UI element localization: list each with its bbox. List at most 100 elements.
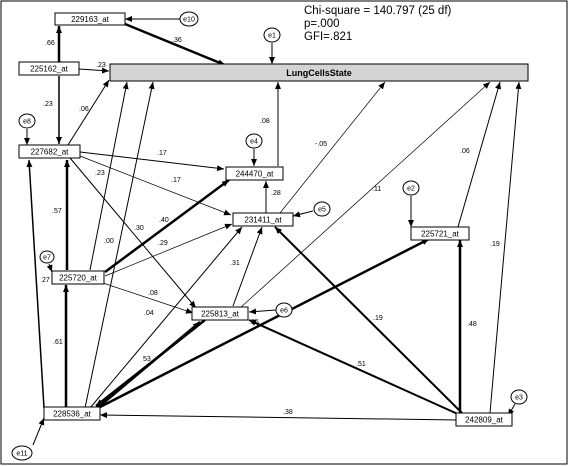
- edge-231411-main: [279, 81, 386, 214]
- coef-30: .30: [134, 225, 144, 232]
- coef-61: .61: [53, 339, 63, 346]
- coef-11: .11: [372, 186, 381, 193]
- node-231411: 231411_at: [232, 212, 294, 227]
- node-lung-cells-state: LungCellsState: [109, 63, 529, 82]
- coef-38: .38: [283, 409, 293, 416]
- node-227682-label: 227682_at: [31, 148, 70, 157]
- node-225813-label: 225813_at: [201, 310, 240, 319]
- coef-31: .31: [230, 260, 240, 267]
- node-225162-label: 225162_at: [30, 65, 69, 74]
- edge-225813-228536: [95, 319, 206, 407]
- edges: [24, 16, 522, 446]
- node-225813: 225813_at: [191, 306, 249, 321]
- error-e7-label: e7: [43, 255, 51, 262]
- variables: 229163_at 225162_at LungCellsState 22768…: [18, 12, 529, 427]
- edge-227682-225813: [69, 157, 197, 309]
- coef-23b: .23: [43, 101, 53, 108]
- coef-29: .29: [158, 240, 168, 247]
- edge-225720-225813: [99, 281, 194, 314]
- coef-36: .36: [172, 37, 182, 44]
- node-242809: 242809_at: [455, 412, 513, 427]
- stat-gfi: GFI=.821: [304, 31, 352, 43]
- error-terms: e10 e1 e8 e4 e5 e2 e7 e6 e3 e11: [11, 11, 528, 461]
- edge-227682-main: [67, 79, 110, 146]
- error-e6: e6: [275, 302, 293, 318]
- coef-19b: .19: [373, 315, 383, 322]
- edge-242809-231411: [274, 226, 463, 414]
- node-227682: 227682_at: [18, 144, 81, 159]
- coef-48: .48: [467, 321, 477, 328]
- node-244470-label: 244470_at: [236, 170, 275, 179]
- edge-228536-227682: [26, 159, 45, 409]
- coef-17b: .17: [171, 177, 181, 184]
- edge-228536-main-a: [84, 81, 155, 409]
- node-229163: 229163_at: [54, 12, 126, 26]
- edge-e6-225813: [248, 308, 277, 315]
- error-e5-label: e5: [318, 207, 326, 214]
- coef-40: .40: [159, 217, 169, 224]
- node-225720-label: 225720_at: [59, 274, 98, 283]
- error-e1-label: e1: [268, 33, 276, 40]
- edge-242809-225813: [248, 319, 461, 416]
- error-e10-label: e10: [183, 17, 195, 24]
- error-e1: e1: [263, 27, 281, 43]
- edge-225813-main: [239, 81, 491, 309]
- error-e6-label: e6: [280, 308, 288, 315]
- node-242809-label: 242809_at: [465, 416, 504, 425]
- error-e8-label: e8: [23, 119, 31, 126]
- error-e2-label: e2: [407, 186, 415, 193]
- coef-00: .00: [104, 238, 114, 245]
- coef-57: .57: [52, 208, 62, 215]
- error-e4-label: e4: [250, 139, 258, 146]
- edge-229163-main: [124, 22, 226, 67]
- edge-227682-231411: [79, 155, 232, 216]
- error-e5: e5: [313, 201, 331, 217]
- coef-23a: .23: [96, 62, 106, 69]
- error-e3-label: e3: [515, 395, 523, 402]
- error-e11-label: e11: [16, 451, 27, 458]
- node-229163-label: 229163_at: [71, 15, 110, 24]
- coef-27: 27: [42, 277, 50, 284]
- node-228536-label: 228536_at: [53, 410, 92, 419]
- edge-225720-244470: [104, 178, 230, 274]
- edge-228536-225721: [99, 237, 430, 409]
- node-231411-label: 231411_at: [244, 216, 282, 225]
- stat-p-value: p=.000: [304, 18, 340, 30]
- node-lung-cells-state-label: LungCellsState: [286, 68, 352, 78]
- edge-e11-228536: [32, 417, 45, 446]
- node-225721-label: 225721_at: [421, 230, 460, 239]
- edge-225162-main: [78, 67, 110, 74]
- edge-228536-231411: [89, 226, 243, 409]
- node-244470: 244470_at: [225, 166, 284, 181]
- edge-225720-231411: [104, 223, 233, 277]
- edge-227682-244470: [79, 151, 225, 172]
- coef-08a: .08: [260, 118, 270, 125]
- coef-04: .04: [144, 310, 154, 317]
- fit-statistics: Chi-square = 140.797 (25 df) p=.000 GFI=…: [304, 5, 452, 43]
- coef-17a: .17: [157, 150, 167, 157]
- coef-23c: .23: [95, 170, 105, 177]
- error-e2: e2: [402, 180, 420, 196]
- edge-225813-231411: [232, 226, 263, 307]
- error-e3: e3: [510, 389, 528, 405]
- node-228536: 228536_at: [43, 406, 101, 421]
- stat-chi-square: Chi-square = 140.797 (25 df): [304, 5, 452, 17]
- edge-242809-main: [489, 81, 522, 414]
- edge-242809-228536: [99, 412, 459, 421]
- coef-06b: .06: [460, 148, 470, 155]
- coef-51: .51: [356, 361, 366, 368]
- coef-66: .66: [45, 40, 55, 47]
- coef-35: .35: [249, 319, 259, 326]
- coefficients: .66 .36 .23 .23 .06 .17 .17 .23 .08 -.05…: [42, 37, 500, 416]
- node-225721: 225721_at: [410, 226, 470, 241]
- coef-06a: .06: [79, 106, 89, 113]
- error-e8: e8: [18, 113, 36, 129]
- error-e11: e11: [11, 445, 33, 461]
- coef-05: -.05: [315, 141, 327, 148]
- coef-19a: .19: [490, 241, 500, 248]
- coef-08b: .08: [148, 290, 158, 297]
- coef-53: 53: [143, 356, 151, 363]
- error-e10: e10: [179, 11, 199, 27]
